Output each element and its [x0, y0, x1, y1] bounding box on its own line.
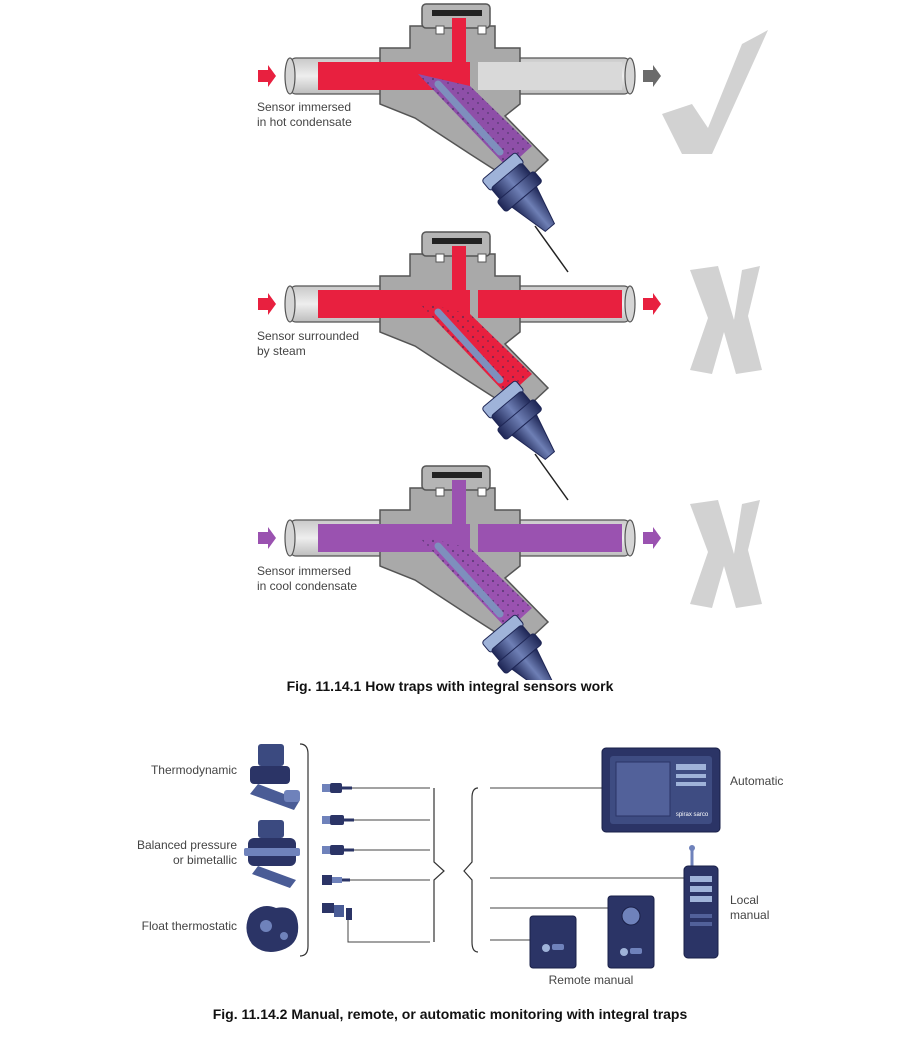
inlet-arrow-icon: [258, 65, 276, 87]
pilot-channel: [452, 246, 466, 292]
trap-panels-svg: [258, 3, 768, 680]
monitoring-diagram-svg: spirax sarco Thermodynamic Balance: [137, 743, 783, 987]
trap-type-float-thermostatic-label: Float thermostatic: [142, 919, 237, 933]
inlet-arrow-icon: [258, 293, 276, 315]
trap-type-balanced-pressure-label: Balanced pressure: [137, 838, 237, 852]
panel-label-line2: by steam: [257, 344, 306, 358]
check-icon: [662, 30, 768, 154]
automatic-monitor-panel: spirax sarco: [601, 747, 721, 833]
outlet-fluid: [478, 524, 622, 552]
figure-2-caption: Fig. 11.14.2 Manual, remote, or automati…: [212, 1006, 688, 1022]
outlet-arrow-icon: [643, 293, 661, 315]
panel-label-line2: in hot condensate: [257, 115, 352, 129]
trap-type-thermodynamic-label: Thermodynamic: [151, 763, 237, 777]
trap-panel-2: [258, 231, 762, 500]
remote-manual-unit-b: [607, 895, 655, 969]
local-label-line2: manual: [730, 908, 769, 922]
inner-brace-right: [463, 787, 479, 953]
inlet-arrow-icon: [258, 527, 276, 549]
cross-icon: [690, 500, 762, 608]
panel-label-line2: in cool condensate: [257, 579, 358, 593]
trap-panel-1: [258, 3, 768, 272]
monitor-connection-lines: [490, 787, 684, 941]
automatic-label: Automatic: [730, 774, 783, 788]
cross-icon: [690, 266, 762, 374]
inner-brace-left: [433, 788, 445, 942]
figure-2: spirax sarco Thermodynamic Balance: [0, 730, 900, 1022]
trap-type-bimetallic-label: or bimetallic: [173, 853, 237, 867]
outlet-fluid: [478, 62, 622, 90]
left-bracket: [299, 743, 309, 957]
local-manual-handheld: [683, 845, 719, 959]
remote-manual-unit-a: [529, 915, 577, 969]
outlet-arrow-icon: [643, 527, 661, 549]
balanced-pressure-trap-icon: [244, 820, 300, 888]
panel-label-line1: Sensor immersed: [257, 564, 352, 578]
trap-panel-3: [258, 465, 762, 680]
probe-connection-lines: [347, 787, 430, 943]
remote-manual-label: Remote manual: [549, 973, 634, 987]
sensor-probes: [322, 783, 354, 920]
brand-logo-text: spirax sarco: [676, 812, 709, 818]
outlet-arrow-icon: [643, 65, 661, 87]
local-label-line1: Local: [730, 893, 759, 907]
pilot-channel: [452, 480, 466, 526]
outlet-fluid: [478, 290, 622, 318]
figure-1-caption: Fig. 11.14.1 How traps with integral sen…: [286, 678, 614, 694]
panel-label-line1: Sensor immersed: [257, 100, 352, 114]
float-thermostatic-trap-icon: [246, 906, 299, 952]
thermodynamic-trap-icon: [250, 744, 300, 810]
pilot-channel: [452, 18, 466, 64]
panel-label-line1: Sensor surrounded: [257, 329, 360, 343]
